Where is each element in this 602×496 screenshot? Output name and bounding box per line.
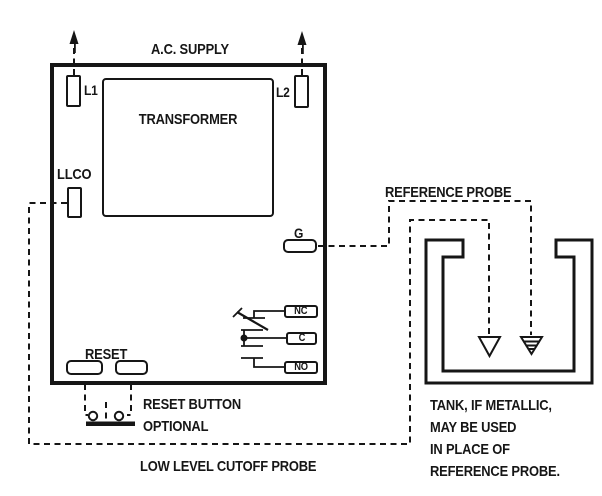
reset-button-note-line1: RESET BUTTON (143, 396, 242, 413)
l1-label: L1 (84, 82, 98, 98)
reference-probe-wire (318, 200, 532, 335)
no-label: NO (294, 361, 308, 373)
tank-note-line1: TANK, IF METALLIC, (430, 397, 552, 414)
transformer-box (102, 78, 274, 217)
terminal-no: NO (284, 361, 318, 374)
reference-probe-label: REFERENCE PROBE (385, 184, 512, 201)
terminal-l1 (66, 75, 81, 107)
terminal-reset-1 (66, 360, 103, 375)
reset-button-note-line2: OPTIONAL (143, 418, 209, 435)
low-level-cutoff-probe-label: LOW LEVEL CUTOFF PROBE (140, 458, 317, 475)
arrow-up-icon (297, 31, 307, 45)
terminal-l2 (294, 75, 309, 108)
tank-note-line4: REFERENCE PROBE. (430, 463, 560, 480)
reset-pushbutton-wires (84, 384, 132, 419)
l2-label: L2 (276, 84, 290, 100)
reset-pushbutton-symbol (86, 410, 135, 426)
control-box-outline (50, 63, 327, 385)
g-label: G (294, 225, 304, 241)
terminal-reset-2 (115, 360, 148, 375)
llco-probe-wire (28, 202, 490, 445)
relay-contact-symbol (232, 307, 286, 368)
reset-label: RESET (85, 346, 128, 363)
reference-probe-tip (519, 336, 544, 356)
tank-note-line2: MAY BE USED (430, 419, 517, 436)
llco-label: LLCO (57, 166, 92, 183)
tank-note-line3: IN PLACE OF (430, 441, 510, 458)
nc-label: NC (294, 305, 308, 317)
terminal-llco (67, 187, 82, 218)
terminal-c: C (286, 332, 317, 345)
transformer-label: TRANSFORMER (138, 111, 238, 128)
tank-outline (424, 238, 594, 385)
terminal-nc: NC (284, 305, 318, 318)
c-label: C (298, 332, 305, 344)
ac-supply-label: A.C. SUPPLY (151, 41, 229, 58)
terminal-g (283, 239, 317, 253)
low-level-probe-tip (477, 336, 502, 359)
arrow-up-icon (69, 30, 79, 44)
